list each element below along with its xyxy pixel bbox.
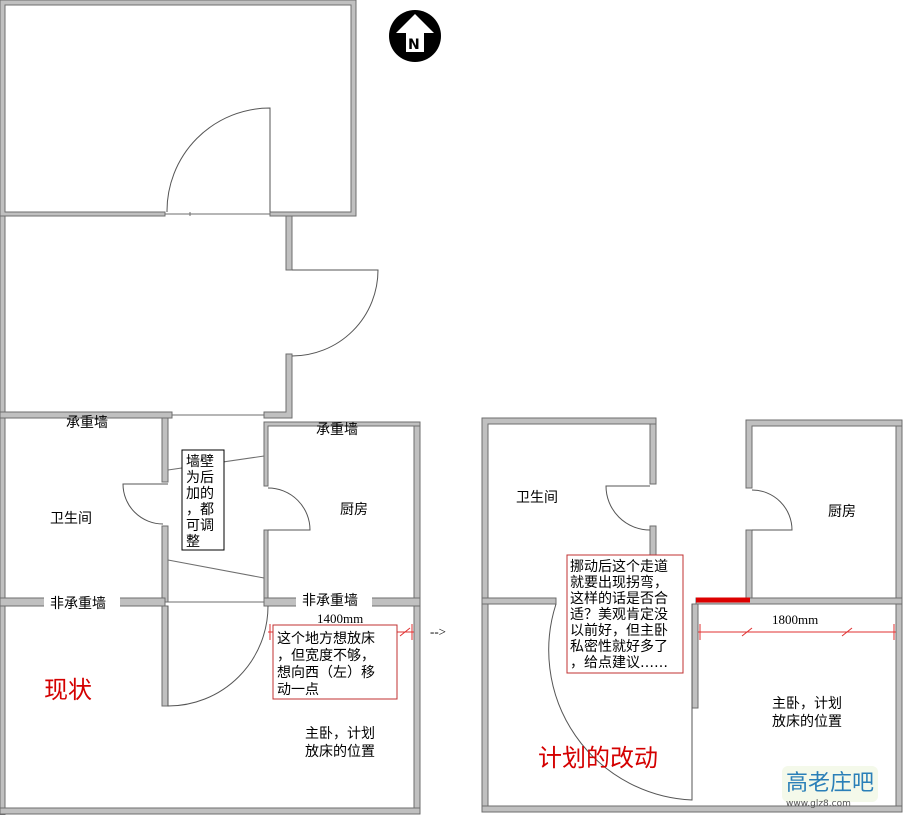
- planned-change-title: 计划的改动: [538, 744, 658, 772]
- right-note-line-1: 挪动后这个走道: [570, 558, 668, 575]
- wall-note-line-4: ，都: [186, 502, 214, 518]
- master-bedroom-label-left-1: 主卧，计划: [305, 726, 375, 742]
- bed-note-line-1: 这个地方想放床: [277, 630, 375, 647]
- left-dimension-label: 1400mm: [317, 611, 363, 626]
- right-note-box: 挪动后这个走道 就要出现拐弯， 这样的话是否合 适？美观肯定没 以前好，但主卧 …: [566, 554, 684, 674]
- bed-note-line-3: 想向西（左）移: [277, 665, 375, 681]
- wall-note-line-3: 加的: [186, 486, 214, 502]
- right-plan-labels: 卫生间 厨房 主卧，计划 放床的位置 计划的改动: [516, 490, 856, 772]
- nonload-wall-label-right: 非承重墙: [302, 593, 358, 609]
- right-plan-walls: [481, 417, 903, 813]
- right-note-line-4: 适？美观肯定没: [570, 607, 668, 623]
- bed-note-line-4: 动一点: [277, 682, 319, 698]
- bathroom-label-left: 卫生间: [50, 511, 92, 527]
- wall-note-line-2: 为后: [186, 470, 214, 486]
- right-note-line-7: ，给点建议……: [570, 655, 668, 671]
- kitchen-label-right: 厨房: [828, 504, 856, 520]
- bed-note-line-2: ，但宽度不够，: [277, 647, 375, 664]
- right-note-line-3: 这样的话是否合: [570, 590, 668, 607]
- left-plan-labels: 承重墙 承重墙 卫生间 厨房 非承重墙 非承重墙 主卧，计划 放床的位置 现状: [44, 415, 375, 760]
- right-plan-doors: [548, 485, 793, 801]
- wall-note-box: 墙壁 为后 加的 ，都 可调 整: [181, 449, 225, 551]
- master-bedroom-label-right-1: 主卧，计划: [772, 696, 842, 712]
- right-dimension-label: 1800mm: [772, 612, 818, 627]
- right-note-line-6: 私密性就好多了: [570, 638, 668, 655]
- master-bedroom-label-right-2: 放床的位置: [772, 714, 842, 730]
- transition-arrow: -->: [430, 624, 446, 639]
- load-wall-label-left: 承重墙: [66, 415, 108, 431]
- nonload-wall-label-left: 非承重墙: [50, 596, 106, 612]
- right-note-line-5: 以前好，但主卧: [570, 622, 668, 639]
- left-plan-doors: [122, 107, 379, 707]
- watermark-url: www.glz8.com: [786, 799, 851, 809]
- right-dimension: 1800mm: [698, 612, 896, 640]
- wall-note-line-5: 可调: [186, 518, 214, 534]
- master-bedroom-label-left-2: 放床的位置: [305, 744, 375, 760]
- watermark-brand: 高老庄吧: [786, 771, 874, 796]
- current-state-title: 现状: [44, 676, 92, 704]
- bathroom-label-right: 卫生间: [516, 490, 558, 506]
- right-note-line-2: 就要出现拐弯，: [570, 574, 668, 591]
- wall-note-line-1: 墙壁: [186, 454, 214, 470]
- watermark-logo: 高老庄吧 www.glz8.com: [782, 766, 878, 809]
- compass-letter: N: [408, 37, 420, 53]
- load-wall-label-right: 承重墙: [316, 422, 358, 438]
- kitchen-label-left: 厨房: [340, 502, 368, 518]
- bed-note-box: 这个地方想放床 ，但宽度不够， 想向西（左）移 动一点: [272, 624, 398, 700]
- north-compass-icon: N: [389, 10, 441, 62]
- wall-note-line-6: 整: [186, 534, 200, 550]
